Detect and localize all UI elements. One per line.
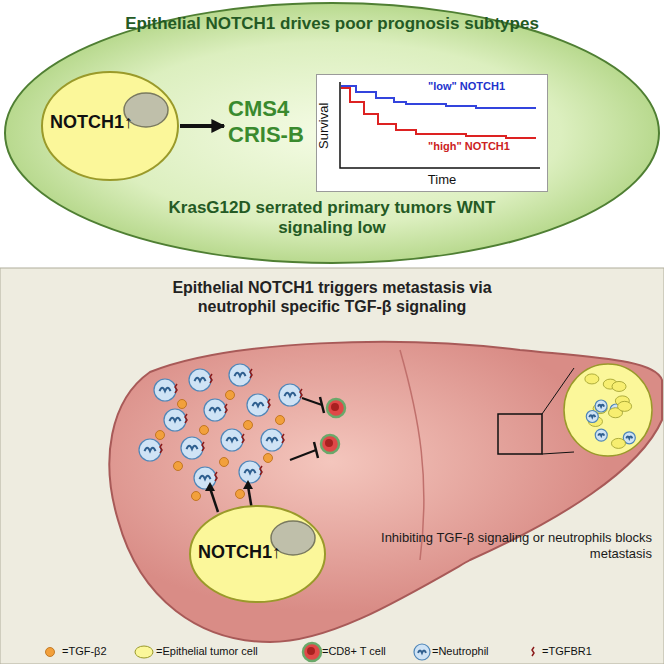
legend-sample (303, 643, 321, 661)
subtype-label: CMS4 CRIS-B (226, 94, 310, 153)
flow-arrow (180, 124, 224, 128)
tumor-cell: NOTCH1↑ (188, 504, 327, 604)
survival-chart: "low" NOTCH1 "high" NOTCH1 SurvivalTime (316, 74, 548, 192)
panel-title: Epithelial NOTCH1 drives poor prognosis … (32, 14, 632, 34)
axis-label: Time (412, 172, 472, 188)
subtype-ellipse: NOTCH1↑ CMS4 CRIS-B "low" NOTCH1 "high" NOT… (4, 2, 660, 264)
legend-text: =TGFBR1 (542, 645, 592, 658)
cell-label: NOTCH1↑ (198, 542, 281, 564)
legend-text: =Neutrophil (432, 645, 489, 658)
band-outline (0, 268, 664, 664)
metastasis-panel: NOTCH1↑ Epithelial NOTCH1 triggers metast… (0, 268, 664, 664)
axis-label: Survival (316, 96, 332, 156)
legend-sample (532, 647, 534, 656)
legend-text: =CD8+ T cell (322, 645, 386, 658)
legend-text: =TGF-β2 (62, 645, 107, 658)
subtype-label: CMS4 CRIS-B (228, 96, 306, 149)
panel-title: Epithelial NOTCH1 triggers metastasis vi… (140, 278, 524, 316)
legend-text: =Epithelial tumor cell (156, 645, 258, 658)
callout-note: Inhibiting TGF-β signaling or neutrophil… (372, 530, 652, 561)
curve-label: "high" NOTCH1 (428, 140, 510, 153)
legend-sample (135, 646, 153, 658)
legend-sample (46, 648, 55, 657)
tumor-cell: NOTCH1↑ (40, 70, 180, 182)
cell-label: NOTCH1↑ (50, 112, 133, 134)
curve-label: "low" NOTCH1 (428, 80, 505, 93)
legend-sample (414, 644, 430, 660)
panel-note: KrasG12D serrated primary tumors WNT sig… (162, 198, 502, 239)
